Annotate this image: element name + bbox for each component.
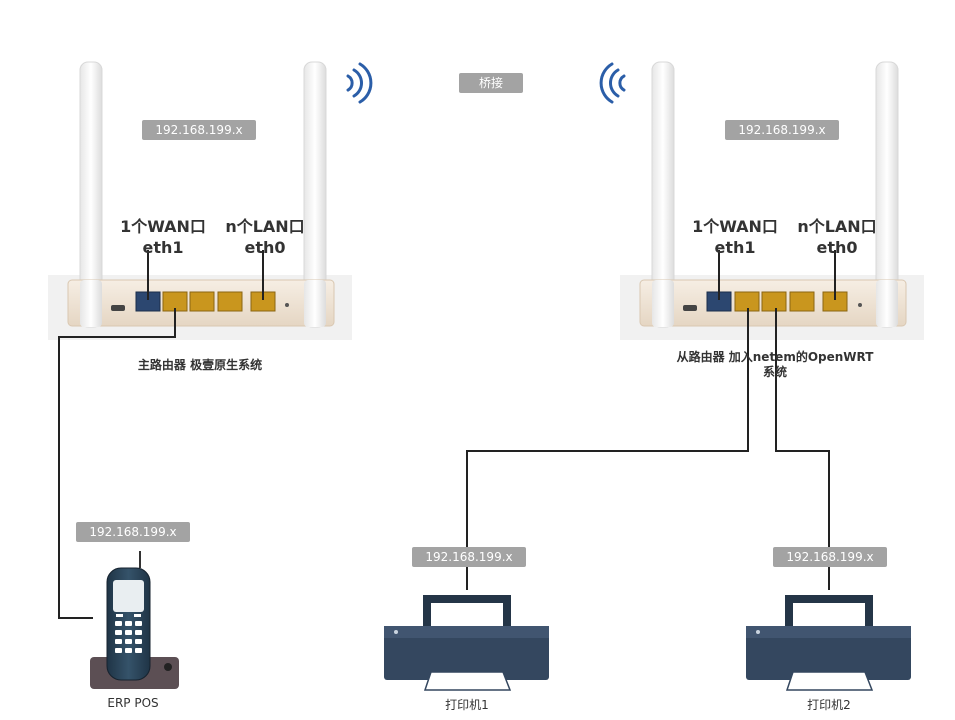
pos-ip-badge: 192.168.199.x: [76, 522, 190, 542]
printer2-label: 打印机2: [807, 698, 851, 712]
printer1-label: 打印机1: [445, 698, 489, 712]
slave-wan-label: 1个WAN口 eth1: [680, 216, 790, 258]
antenna-base: [652, 280, 674, 327]
lan-label-text: n个LAN口: [797, 217, 877, 236]
reset-hole-icon: [285, 303, 289, 307]
main-wan-label: 1个WAN口 eth1: [108, 216, 218, 258]
wifi-signal-right-icon: [346, 62, 373, 104]
wan-iface-text: eth1: [142, 238, 184, 257]
slave-router-caption: 从路由器 加入netem的OpenWRT 系统: [650, 350, 900, 380]
printer2-ip-badge: 192.168.199.x: [773, 547, 887, 567]
printer-body: [746, 626, 911, 680]
lan-port-icon: [217, 291, 243, 312]
paper-in: [431, 603, 503, 627]
paper-out: [785, 671, 874, 691]
handset-screen: [113, 580, 144, 612]
main-router-ip-badge: 192.168.199.x: [142, 120, 256, 140]
keypad-icon: [115, 621, 142, 653]
caption-line-1: 从路由器 加入netem的OpenWRT: [676, 350, 874, 364]
wifi-signal-left-icon: [599, 62, 626, 104]
paper-in: [793, 603, 865, 627]
lan-iface-text: eth0: [816, 238, 858, 257]
cable-main-to-pos: [58, 308, 176, 619]
printer-panel: [384, 626, 549, 638]
lan-port-icon: [761, 291, 787, 312]
key-icon: [134, 614, 141, 617]
caption-line-2: 系统: [762, 365, 787, 379]
wan-label-text: 1个WAN口: [692, 217, 778, 236]
lan-port-icon: [789, 291, 815, 312]
cable-slave-to-printer2: [775, 308, 830, 590]
power-jack-icon: [111, 305, 125, 311]
slave-router: [620, 61, 924, 340]
dock-led-icon: [164, 663, 172, 671]
lan-label-text: n个LAN口: [225, 217, 305, 236]
bridge-badge: 桥接: [459, 73, 523, 93]
key-icon: [116, 614, 123, 617]
printer-1-icon: [384, 595, 549, 691]
reset-hole-icon: [858, 303, 862, 307]
main-lan-label: n个LAN口 eth0: [215, 216, 315, 258]
printer-body: [384, 626, 549, 680]
main-router: [48, 61, 352, 340]
printer-led-icon: [394, 630, 398, 634]
antenna-base: [304, 280, 326, 327]
lan-iface-text: eth0: [244, 238, 286, 257]
lan-port-icon: [189, 291, 215, 312]
power-jack-icon: [683, 305, 697, 311]
slave-lan-label: n个LAN口 eth0: [787, 216, 887, 258]
printer-2-icon: [746, 595, 911, 691]
wan-label-text: 1个WAN口: [120, 217, 206, 236]
wan-iface-text: eth1: [714, 238, 756, 257]
slave-router-ip-badge: 192.168.199.x: [725, 120, 839, 140]
printer1-ip-badge: 192.168.199.x: [412, 547, 526, 567]
erp-pos-device: [90, 551, 179, 689]
pos-label: ERP POS: [107, 696, 159, 710]
antenna-base: [80, 280, 102, 327]
antenna-base: [876, 280, 898, 327]
printer-led-icon: [756, 630, 760, 634]
paper-out: [423, 671, 512, 691]
cable-slave-to-printer1: [466, 308, 749, 590]
printer-panel: [746, 626, 911, 638]
main-router-caption: 主路由器 极壹原生系统: [137, 358, 263, 372]
